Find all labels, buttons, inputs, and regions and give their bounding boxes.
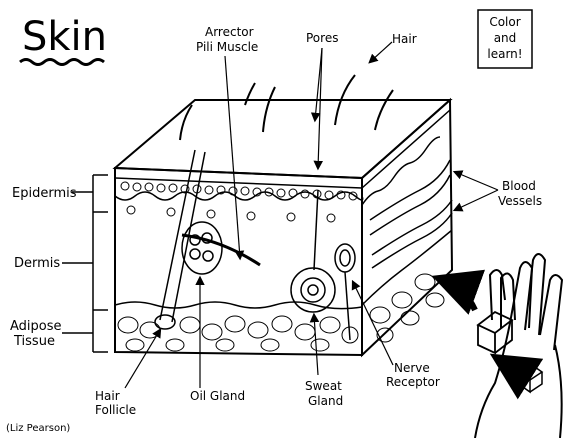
leader-sweat xyxy=(309,312,320,376)
sweat-gland xyxy=(290,189,336,313)
blood-vessels xyxy=(369,159,453,269)
nerve-receptor xyxy=(334,243,356,341)
credit: (Liz Pearson) xyxy=(6,423,70,434)
label-follicle-line-2: Follicle xyxy=(95,403,136,417)
label-nerve-line-2: Receptor xyxy=(386,375,440,389)
label-blood-line-2: Vessels xyxy=(498,194,542,208)
arrow-to-block xyxy=(431,269,486,315)
epidermis-band xyxy=(114,177,363,189)
oil-gland xyxy=(181,221,223,275)
label-sweat-line-2: Gland xyxy=(308,394,343,408)
label-dermis: Dermis xyxy=(14,256,60,271)
note-line-3: learn! xyxy=(487,47,522,61)
label-pores: Pores xyxy=(306,31,338,45)
arrow-to-sample xyxy=(489,353,544,400)
leader-blood-2 xyxy=(452,189,499,212)
page-title: Skin xyxy=(22,14,107,60)
label-adipose-line-1: Adipose xyxy=(10,319,62,334)
label-blood-line-1: Blood xyxy=(502,179,536,193)
leader-follicle xyxy=(124,327,162,389)
epidermis-cells xyxy=(120,181,358,223)
label-hair: Hair xyxy=(392,32,417,46)
label-nerve-line-1: Nerve xyxy=(394,361,430,375)
label-sweat-line-1: Sweat xyxy=(305,379,342,393)
note-line-1: Color xyxy=(489,15,520,29)
label-oil-gland: Oil Gland xyxy=(190,389,245,403)
leader-pores-2 xyxy=(313,47,324,171)
leader-arrector xyxy=(224,55,245,261)
label-adipose-line-2: Tissue xyxy=(13,334,55,349)
hair-follicle xyxy=(154,149,206,330)
skin-sample-large xyxy=(476,310,514,355)
leader-blood-1 xyxy=(452,170,499,191)
label-arrector-line-1: Arrector xyxy=(205,25,254,39)
label-epidermis: Epidermis xyxy=(12,186,77,201)
leader-nerve xyxy=(351,279,394,366)
label-arrector-line-2: Pili Muscle xyxy=(196,40,258,54)
label-follicle-line-1: Hair xyxy=(95,389,120,403)
title-underline xyxy=(19,58,105,66)
dermis-adipose-boundary xyxy=(114,301,363,310)
hand-illustration xyxy=(474,253,564,438)
layer-bracket xyxy=(92,174,108,353)
note-line-2: and xyxy=(494,31,517,45)
leader-pores-1 xyxy=(310,47,323,123)
arrector-pili-muscle xyxy=(181,233,261,267)
skin-sample-small xyxy=(518,364,544,394)
leader-hair xyxy=(368,41,393,64)
skin-surface-top xyxy=(112,99,453,180)
hair-strands xyxy=(179,74,394,141)
color-and-learn-box: Color and learn! xyxy=(477,9,533,69)
